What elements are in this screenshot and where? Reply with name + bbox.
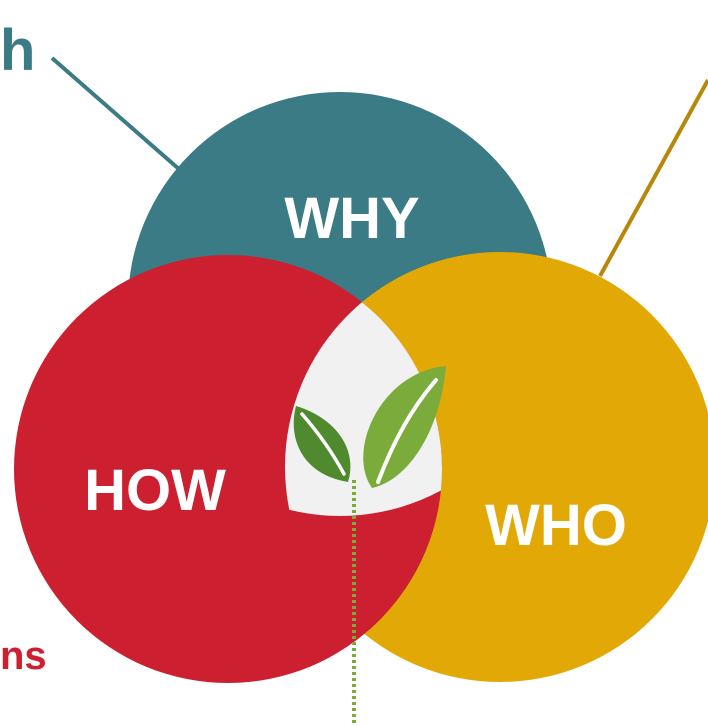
leaf-sprout-icon bbox=[293, 366, 446, 488]
how-label: HOW bbox=[84, 458, 226, 523]
bottom-left-cropped-text: ns bbox=[0, 634, 47, 678]
who-leader-line bbox=[598, 79, 708, 277]
leaf-left-vein bbox=[300, 412, 346, 476]
leaf-right-vein bbox=[376, 378, 438, 484]
center-overlap-region bbox=[285, 255, 442, 516]
who-label: WHO bbox=[485, 493, 627, 558]
top-left-cropped-text: h bbox=[0, 18, 36, 83]
why-leader-line bbox=[50, 56, 182, 172]
why-label: WHY bbox=[284, 186, 419, 251]
center-overlap-group bbox=[285, 255, 442, 516]
